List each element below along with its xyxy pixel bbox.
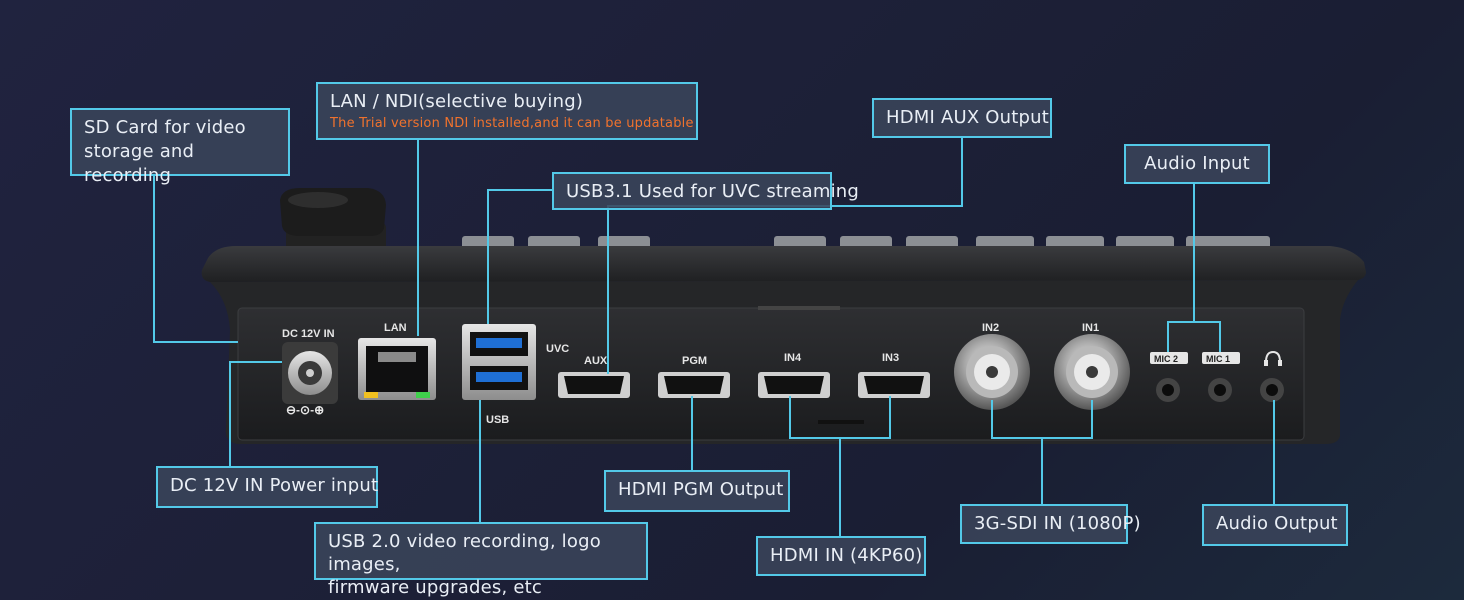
panel-label-pgm: PGM (682, 355, 707, 367)
usb-stack (462, 324, 536, 400)
hdmi-pgm-port (658, 372, 730, 398)
joystick (280, 188, 386, 252)
panel-label-dc: DC 12V IN (282, 328, 335, 340)
callout-lan-ndi-title: LAN / NDI(selective buying) (330, 91, 584, 112)
callout-audio-input: Audio Input (1124, 144, 1270, 184)
callout-lan-ndi-note: The Trial version NDI installed,and it c… (330, 116, 694, 131)
hdmi-in4-port (758, 372, 830, 398)
panel-label-uvc: UVC (546, 343, 569, 355)
panel-label-in1: IN1 (1082, 322, 1099, 334)
device-top (201, 246, 1367, 282)
callout-usb20: USB 2.0 video recording, logo images, fi… (314, 522, 648, 598)
bnc-in2 (954, 334, 1030, 410)
callout-dc-power: DC 12V IN Power input (156, 466, 378, 508)
hdmi-in3-port (858, 372, 930, 398)
panel-label-in2: IN2 (982, 322, 999, 334)
callout-sd-card: SD Card for video storage and recording (70, 108, 290, 186)
hdmi-ports (558, 372, 930, 424)
audio-jacks (1150, 352, 1284, 402)
bnc-in1 (1054, 334, 1130, 410)
headphone-icon (1264, 350, 1282, 366)
callout-usb31: USB3.1 Used for UVC streaming (552, 172, 859, 210)
panel-label-in4: IN4 (784, 352, 802, 364)
callout-hdmi-aux: HDMI AUX Output (872, 98, 1052, 138)
panel-label-aux: AUX (584, 355, 608, 367)
callout-audio-output: Audio Output (1202, 504, 1348, 546)
callout-hdmi-in: HDMI IN (4KP60) (756, 536, 926, 576)
dc-jack (282, 342, 338, 404)
callout-sdi-in: 3G-SDI IN (1080P) (960, 504, 1141, 544)
panel-label-dc-polarity: ⊖-⊙-⊕ (286, 403, 324, 417)
panel-label-in3: IN3 (882, 352, 899, 364)
callout-lan-ndi: LAN / NDI(selective buying) The Trial ve… (316, 82, 698, 140)
panel-label-lan: LAN (384, 322, 407, 334)
panel-label-usb: USB (486, 414, 509, 426)
callout-hdmi-pgm: HDMI PGM Output (604, 470, 790, 512)
panel-label-mic1: MIC 1 (1206, 354, 1230, 364)
hdmi-aux-port (558, 372, 630, 398)
lan-port (358, 338, 436, 400)
panel-label-mic2: MIC 2 (1154, 354, 1178, 364)
